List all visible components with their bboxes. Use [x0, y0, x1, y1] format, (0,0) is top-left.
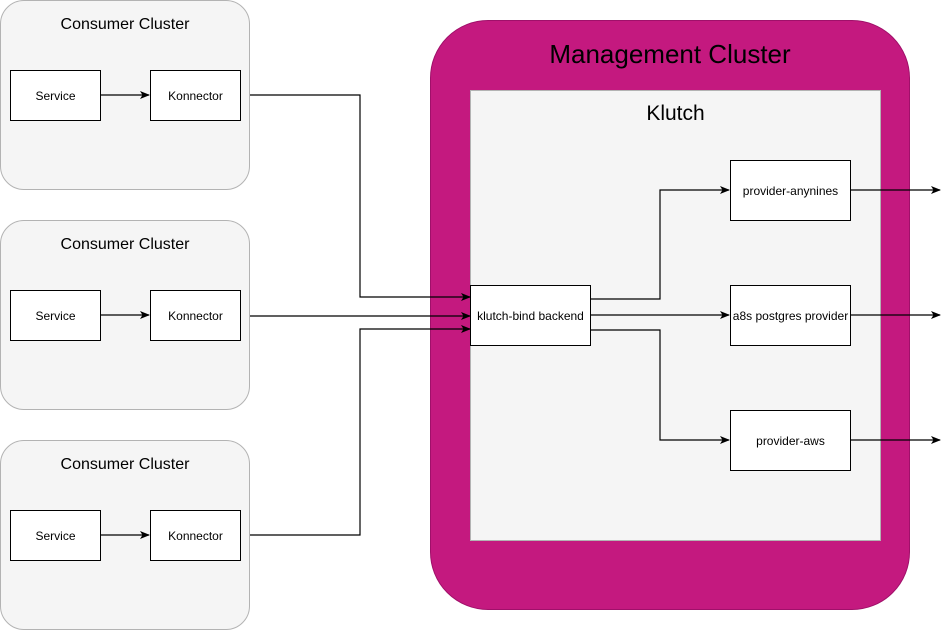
konnector-node: Konnector — [150, 70, 241, 121]
a8s-postgres-provider-node: a8s postgres provider — [730, 285, 851, 346]
konnector-to-backend-edge — [250, 94, 471, 301]
klutch-bind-backend-node: klutch-bind backend — [470, 285, 591, 346]
service-node: Service — [10, 510, 101, 561]
konnector-to-backend-edge — [250, 325, 471, 536]
service-node: Service — [10, 290, 101, 341]
service-node: Service — [10, 70, 101, 121]
klutch-title: Klutch — [646, 102, 705, 125]
konnector-node: Konnector — [150, 290, 241, 341]
consumer-cluster-title: Consumer Cluster — [60, 16, 190, 33]
consumer-cluster-title: Consumer Cluster — [60, 456, 190, 473]
management-cluster-title: Management Cluster — [549, 39, 791, 69]
provider-anynines-node: provider-anynines — [730, 160, 851, 221]
consumer-cluster-title: Consumer Cluster — [60, 236, 190, 253]
backend-to-provider-edge — [591, 329, 730, 444]
provider-aws-node: provider-aws — [730, 410, 851, 471]
backend-to-provider-edge — [591, 186, 730, 300]
konnector-node: Konnector — [150, 510, 241, 561]
